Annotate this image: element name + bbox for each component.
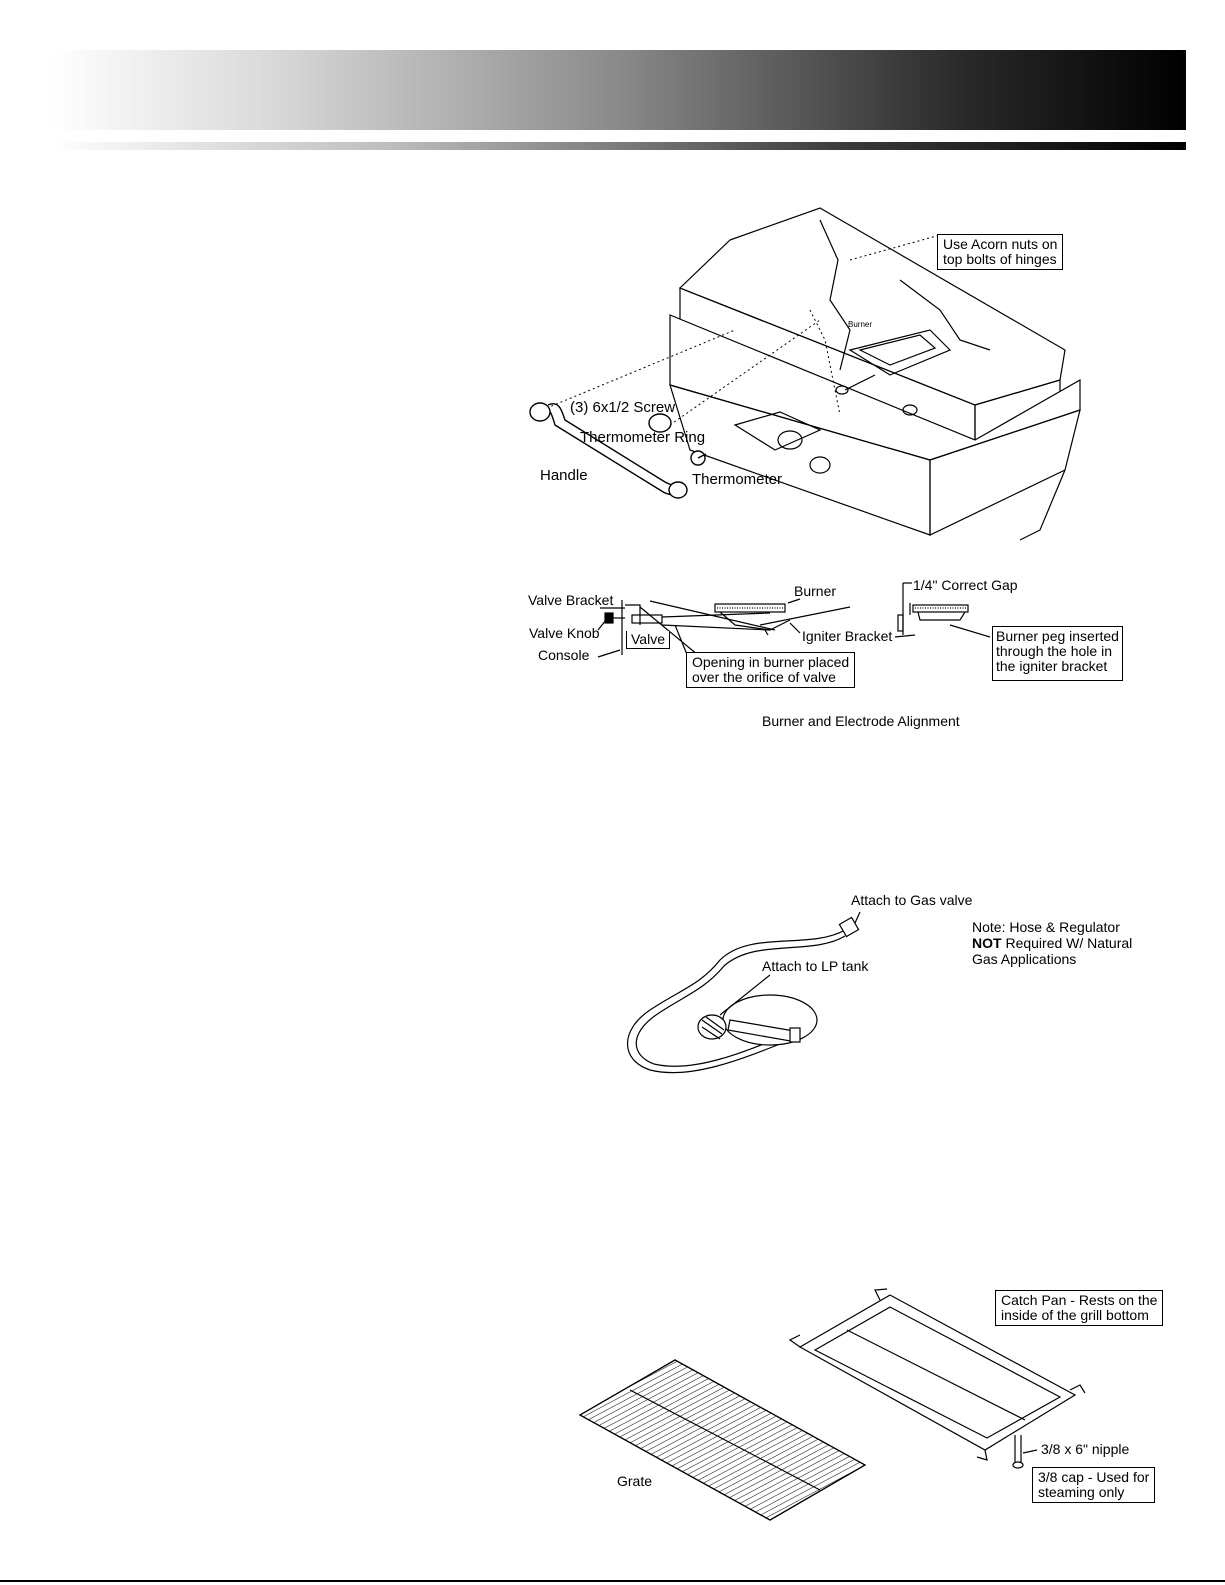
note-line-2: NOT Required W/ Natural (972, 935, 1132, 951)
valve-bracket-label: Valve Bracket (528, 592, 614, 608)
burner-mark-label: Burner (848, 320, 873, 329)
acorn-callout-line-1: Use Acorn nuts on (943, 236, 1058, 252)
valve-knob-label: Valve Knob (529, 625, 600, 641)
peg-callout-line-1: Burner peg inserted (996, 628, 1119, 644)
igniter-bracket-label: Igniter Bracket (802, 628, 893, 644)
opening-callout: Opening in burner placed over the orific… (686, 652, 856, 688)
valve-label: Valve (631, 631, 665, 647)
note-line-1: Note: Hose & Regulator (972, 919, 1120, 935)
opening-callout-line-2: over the orifice of valve (692, 669, 836, 685)
header-gradient-bar (50, 50, 1186, 130)
thermometer-label: Thermometer (692, 471, 783, 488)
burner-alignment-drawing (597, 582, 991, 666)
attach-gas-valve-label: Attach to Gas valve (851, 892, 973, 908)
burner-alignment-figure: Valve Bracket Valve Knob Console Valve B… (520, 575, 1140, 735)
catch-pan-callout-line-1: Catch Pan - Rests on the (1001, 1292, 1158, 1308)
grate-catch-pan-drawing (578, 1288, 1086, 1521)
header-gradient-rule (50, 142, 1186, 150)
grill-assembly-drawing (529, 207, 1081, 541)
catch-pan-callout-line-2: inside of the grill bottom (1001, 1307, 1149, 1323)
screw-label: (3) 6x1/2 Screw (570, 399, 676, 416)
hose-regulator-figure: Attach to Gas valve Attach to LP tank No… (620, 890, 1160, 1090)
hose-regulator-note: Note: Hose & Regulator NOT Required W/ N… (972, 919, 1132, 967)
note-not-emphasis: NOT (972, 935, 1002, 951)
thermometer-ring-label: Thermometer Ring (580, 429, 706, 446)
grill-assembly-figure: Use Acorn nuts on top bolts of hinges Bu… (520, 200, 1100, 550)
acorn-callout-line-2: top bolts of hinges (943, 251, 1057, 267)
cap-callout-line-1: 3/8 cap - Used for (1038, 1469, 1150, 1485)
grate-label: Grate (617, 1473, 653, 1489)
burner-alignment-caption: Burner and Electrode Alignment (762, 713, 960, 729)
peg-callout-line-2: through the hole in (996, 643, 1112, 659)
note-line-2-rest: Required W/ Natural (1001, 935, 1133, 951)
hose-regulator-drawing (626, 911, 861, 1074)
acorn-nuts-callout: Use Acorn nuts on top bolts of hinges (937, 234, 1064, 270)
handle-label: Handle (540, 467, 588, 484)
grate-catch-pan-figure: Catch Pan - Rests on the inside of the g… (575, 1285, 1165, 1525)
cap-callout: 3/8 cap - Used for steaming only (1032, 1467, 1156, 1503)
opening-callout-line-1: Opening in burner placed (692, 654, 850, 670)
nipple-label: 3/8 x 6" nipple (1041, 1441, 1130, 1457)
burner-label: Burner (794, 583, 837, 599)
note-line-3: Gas Applications (972, 951, 1077, 967)
console-label: Console (538, 647, 590, 663)
footer-rule (0, 1580, 1225, 1582)
burner-peg-callout: Burner peg inserted through the hole in … (992, 626, 1123, 681)
valve-label-box: Valve (626, 631, 670, 649)
correct-gap-label: 1/4" Correct Gap (913, 577, 1018, 593)
cap-callout-line-2: steaming only (1038, 1484, 1125, 1500)
catch-pan-callout: Catch Pan - Rests on the inside of the g… (995, 1290, 1164, 1326)
peg-callout-line-3: the igniter bracket (996, 658, 1108, 674)
attach-lp-tank-label: Attach to LP tank (762, 958, 869, 974)
